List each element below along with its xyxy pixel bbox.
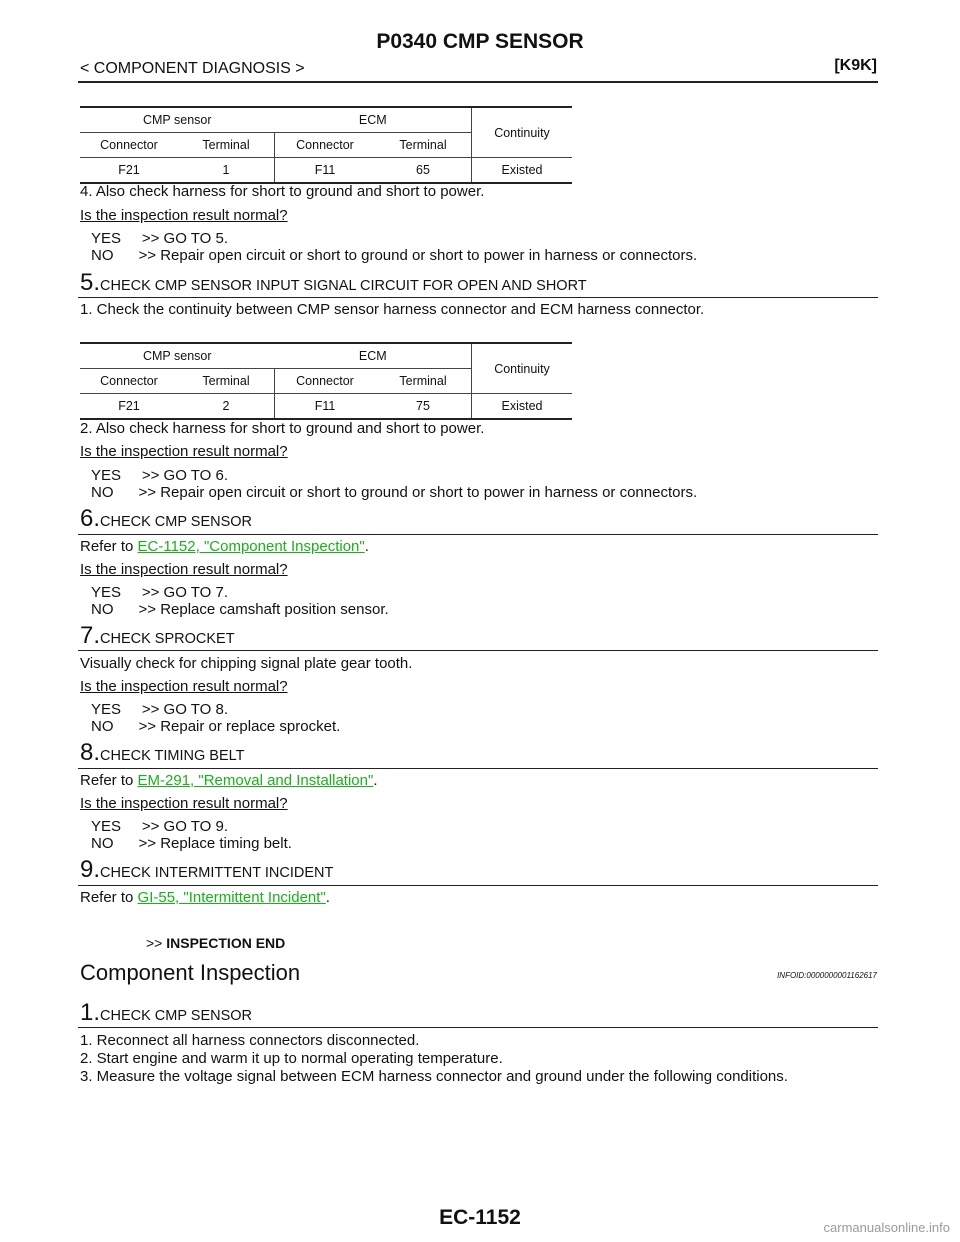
result-yes: YES >> GO TO 9. — [91, 818, 229, 835]
breadcrumb: < COMPONENT DIAGNOSIS > — [80, 60, 305, 77]
step-divider — [78, 534, 878, 535]
table-cell: 2 — [178, 393, 275, 420]
step-5-heading: 5.CHECK CMP SENSOR INPUT SIGNAL CIRCUIT … — [80, 269, 587, 297]
result-yes: YES >> GO TO 5. — [91, 230, 229, 247]
page-number: EC-1152 — [439, 1206, 521, 1229]
table-cell: Existed — [471, 157, 572, 184]
inspection-question: Is the inspection result normal? — [80, 561, 288, 578]
table-header-ecm: ECM — [274, 342, 472, 369]
table-cell: 75 — [375, 393, 472, 420]
component-step-1-heading: 1.CHECK CMP SENSOR — [80, 999, 252, 1027]
refer-label: Refer to — [80, 538, 138, 555]
section-heading: Component Inspection — [80, 960, 301, 985]
step-divider — [78, 885, 878, 886]
period: . — [325, 889, 330, 906]
result-no: NO >> Repair open circuit or short to gr… — [91, 484, 698, 501]
table-cell: F21 — [80, 393, 178, 420]
table-col-terminal: Terminal — [375, 132, 472, 158]
step-6-heading: 6.CHECK CMP SENSOR — [80, 505, 252, 533]
step-divider — [78, 768, 878, 769]
component-inspection-link[interactable]: EC-1152, "Component Inspection" — [137, 538, 365, 555]
instruction-item: 4. Also check harness for short to groun… — [80, 183, 485, 200]
step-8-heading: 8.CHECK TIMING BELT — [80, 739, 245, 767]
info-id: INFOID:0000000001162617 — [777, 971, 877, 980]
instruction-item: 1. Check the continuity between CMP sens… — [80, 301, 705, 318]
step-number: 5. — [80, 269, 101, 296]
step-9-heading: 9.CHECK INTERMITTENT INCIDENT — [80, 856, 333, 884]
period: . — [373, 772, 378, 789]
table-col-terminal: Terminal — [178, 368, 275, 394]
instruction-item: 3. Measure the voltage signal between EC… — [80, 1068, 788, 1085]
result-no: NO >> Replace camshaft position sensor. — [91, 601, 389, 618]
table-col-connector: Connector — [80, 368, 178, 394]
table-cell: F11 — [274, 157, 375, 184]
refer-label: Refer to — [80, 889, 138, 906]
result-yes: YES >> GO TO 7. — [91, 584, 229, 601]
table-col-connector: Connector — [80, 132, 178, 158]
step-number: 9. — [80, 856, 101, 883]
step-number: 6. — [80, 505, 101, 532]
step-title: CHECK CMP SENSOR — [100, 514, 253, 530]
refer-label: Refer to — [80, 772, 138, 789]
inspection-question: Is the inspection result normal? — [80, 443, 288, 460]
reference-line: Refer to EM-291, "Removal and Installati… — [80, 772, 377, 790]
reference-line: Refer to EC-1152, "Component Inspection"… — [80, 538, 369, 556]
model-code: [K9K] — [834, 57, 877, 74]
inspection-end: >> INSPECTION END — [146, 935, 285, 951]
table-col-connector: Connector — [274, 368, 375, 394]
instruction-item: 2. Start engine and warm it up to normal… — [80, 1050, 503, 1067]
step-number: 8. — [80, 739, 101, 766]
step-divider — [78, 650, 878, 651]
step-title: CHECK INTERMITTENT INCIDENT — [100, 865, 334, 881]
step-divider — [78, 297, 878, 298]
reference-line: Refer to GI-55, "Intermittent Incident". — [80, 889, 330, 907]
result-no: NO >> Repair or replace sprocket. — [91, 718, 341, 735]
step-divider — [78, 1027, 878, 1028]
intermittent-incident-link[interactable]: GI-55, "Intermittent Incident" — [137, 889, 326, 906]
continuity-table-1: CMP sensor ECM Continuity Connector Term… — [80, 106, 572, 184]
table-header-cmp: CMP sensor — [80, 106, 275, 133]
result-yes: YES >> GO TO 8. — [91, 701, 229, 718]
table-header-continuity: Continuity — [471, 106, 572, 158]
table-header-cmp: CMP sensor — [80, 342, 275, 369]
page-title: P0340 CMP SENSOR — [376, 30, 584, 53]
step-7-heading: 7.CHECK SPROCKET — [80, 622, 235, 650]
step-title: CHECK CMP SENSOR — [100, 1008, 253, 1024]
step-title: CHECK TIMING BELT — [100, 748, 245, 764]
result-no: NO >> Replace timing belt. — [91, 835, 292, 852]
table-cell: Existed — [471, 393, 572, 420]
result-no: NO >> Repair open circuit or short to gr… — [91, 247, 698, 264]
instruction-item: 1. Reconnect all harness connectors disc… — [80, 1032, 420, 1049]
table-cell: 65 — [375, 157, 472, 184]
end-label: INSPECTION END — [166, 935, 286, 951]
step-number: 1. — [80, 999, 101, 1026]
table-header-ecm: ECM — [274, 106, 472, 133]
instruction-text: Visually check for chipping signal plate… — [80, 655, 413, 672]
step-number: 7. — [80, 622, 101, 649]
header-divider — [78, 81, 878, 83]
step-title: CHECK SPROCKET — [100, 631, 235, 647]
step-title: CHECK CMP SENSOR INPUT SIGNAL CIRCUIT FO… — [100, 278, 587, 294]
end-arrow: >> — [146, 935, 163, 951]
table-col-terminal: Terminal — [178, 132, 275, 158]
inspection-question: Is the inspection result normal? — [80, 207, 288, 224]
table-cell: F21 — [80, 157, 178, 184]
watermark: carmanualsonline.info — [823, 1220, 950, 1235]
table-header-continuity: Continuity — [471, 342, 572, 394]
inspection-question: Is the inspection result normal? — [80, 678, 288, 695]
removal-installation-link[interactable]: EM-291, "Removal and Installation" — [137, 772, 374, 789]
table-col-connector: Connector — [274, 132, 375, 158]
table-cell: 1 — [178, 157, 275, 184]
table-cell: F11 — [274, 393, 375, 420]
inspection-question: Is the inspection result normal? — [80, 795, 288, 812]
instruction-item: 2. Also check harness for short to groun… — [80, 420, 485, 437]
table-col-terminal: Terminal — [375, 368, 472, 394]
continuity-table-2: CMP sensor ECM Continuity Connector Term… — [80, 342, 572, 420]
result-yes: YES >> GO TO 6. — [91, 467, 229, 484]
period: . — [364, 538, 369, 555]
